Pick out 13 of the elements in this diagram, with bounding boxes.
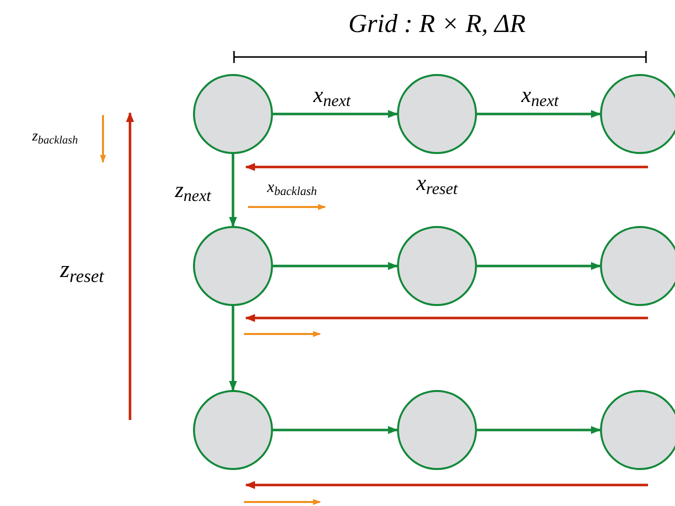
arrow: [229, 306, 237, 391]
math-label: z$_{reset}$: [60, 258, 104, 282]
arrow: [229, 154, 237, 227]
arrow: [273, 426, 398, 434]
arrow: [273, 110, 398, 118]
arrow: [273, 262, 398, 270]
arrow: [477, 426, 601, 434]
grid-title: Grid : R × R, ΔR: [347, 8, 527, 40]
math-label: x$_{reset}$: [416, 172, 458, 194]
math-label: x$_{backlash}$: [267, 180, 317, 196]
math-label: z$_{backlash}$: [32, 130, 78, 144]
arrow: [477, 110, 601, 118]
arrow: [477, 262, 601, 270]
